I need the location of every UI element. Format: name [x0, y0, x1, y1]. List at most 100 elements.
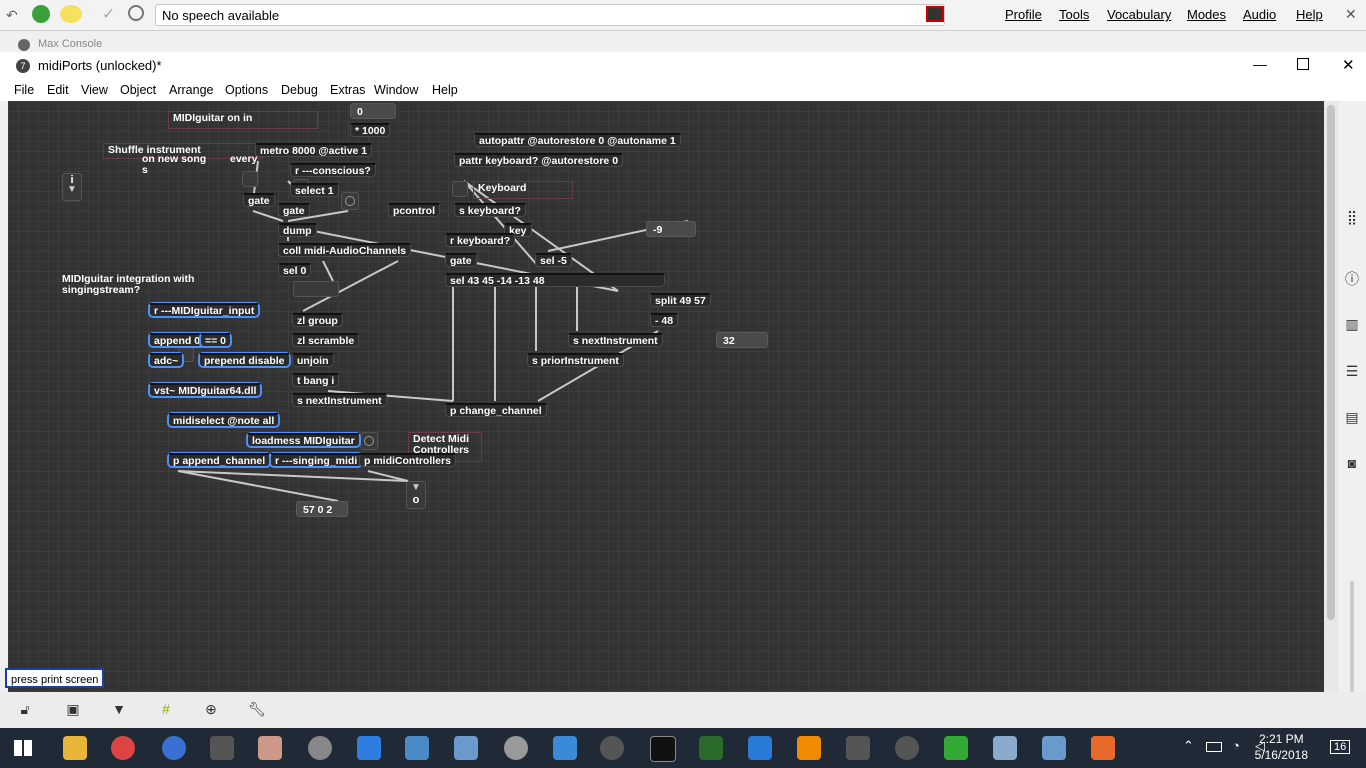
object-r-singing[interactable]: r ---singing_midi	[270, 453, 363, 467]
volume-icon[interactable]: ◁	[1255, 738, 1265, 753]
object-sel-list[interactable]: sel 43 45 -14 -13 48	[445, 273, 665, 287]
menu-window[interactable]: Window	[374, 83, 419, 97]
menu-file[interactable]: File	[14, 83, 35, 97]
object-minus-48[interactable]: - 48	[650, 313, 679, 327]
menu-edit[interactable]: Edit	[47, 83, 69, 97]
object-s-next-2[interactable]: s nextInstrument	[568, 333, 663, 347]
gallery-icon[interactable]	[1042, 736, 1066, 760]
menu-modes[interactable]: Modes	[1187, 7, 1227, 22]
number-box-top[interactable]: 0	[350, 103, 396, 119]
microphone-icon[interactable]	[32, 5, 50, 23]
book-icon[interactable]: ▥	[1345, 316, 1359, 332]
comment-bubble-icon[interactable]: ▼	[112, 701, 126, 717]
menu-debug[interactable]: Debug	[281, 83, 318, 97]
menu-options[interactable]: Options	[225, 83, 269, 97]
notification-badge[interactable]: 16	[1330, 740, 1351, 754]
list-icon[interactable]: ☰	[1345, 363, 1359, 379]
menu-tools[interactable]: Tools	[1059, 7, 1090, 22]
close-icon[interactable]: ✕	[1345, 6, 1357, 22]
toggle-shuffle[interactable]	[242, 171, 258, 187]
object-eq-0[interactable]: == 0	[200, 333, 232, 347]
new-object-icon[interactable]: ⊕	[205, 701, 217, 717]
object-t-bang[interactable]: t bang i	[292, 373, 340, 387]
reference-icon[interactable]: ▤	[1345, 409, 1359, 425]
windows-start-icon[interactable]	[14, 740, 32, 756]
object-s-keyboard[interactable]: s keyboard?	[454, 203, 526, 217]
object-pattr[interactable]: pattr keyboard? @autorestore 0	[454, 153, 624, 167]
toggle-sel0[interactable]	[293, 281, 339, 297]
vlc-icon[interactable]	[797, 736, 821, 760]
message-box-57[interactable]: 57 0 2	[296, 501, 348, 517]
object-unjoin[interactable]: unjoin	[292, 353, 334, 367]
scroll-thumb[interactable]	[1327, 105, 1335, 620]
image-app-icon[interactable]	[405, 736, 429, 760]
thunderbird-icon[interactable]	[162, 736, 186, 760]
taskbar-clock[interactable]: 2:21 PM 5/16/2018	[1255, 731, 1308, 763]
object-split[interactable]: split 49 57	[650, 293, 711, 307]
object-times-1000[interactable]: * 1000	[350, 123, 391, 137]
object-loadmess[interactable]: loadmess MIDIguitar	[247, 433, 360, 447]
presentation-icon[interactable]: ▣	[66, 701, 80, 717]
notepad-icon[interactable]	[993, 736, 1017, 760]
object-sel-0[interactable]: sel 0	[278, 263, 312, 277]
object-midiselect[interactable]: midiselect @note all	[168, 413, 280, 427]
object-r-midiguitar[interactable]: r ---MIDIguitar_input	[149, 303, 260, 317]
dropbox-icon[interactable]	[357, 736, 381, 760]
menu-extras[interactable]: Extras	[330, 83, 366, 97]
object-p-midicontrollers[interactable]: p midiControllers	[359, 453, 456, 467]
patcher-canvas[interactable]: MIDIguitar on in Shuffle instrument on n…	[8, 101, 1324, 692]
menu-arrange[interactable]: Arrange	[169, 83, 214, 97]
photo-viewer-icon[interactable]	[454, 736, 478, 760]
stats-icon[interactable]	[699, 736, 723, 760]
object-zl-group[interactable]: zl group	[292, 313, 343, 327]
tray-chevron-icon[interactable]: ⌃	[1183, 738, 1194, 753]
lock-icon[interactable]: 🔓︎	[20, 701, 30, 717]
paint-icon[interactable]	[258, 736, 282, 760]
zoom-slider[interactable]	[1350, 581, 1354, 701]
inlet-i[interactable]: i ▼	[62, 173, 82, 201]
object-vst[interactable]: vst~ MIDIguitar64.dll	[149, 383, 262, 397]
number-box-neg9[interactable]: -9	[646, 221, 696, 237]
max-taskbar-icon-2[interactable]	[895, 736, 919, 760]
audio-level-icon[interactable]	[926, 6, 944, 22]
object-s-next-1[interactable]: s nextInstrument	[292, 393, 387, 407]
minimize-icon[interactable]: —	[1253, 56, 1267, 72]
toggle-keyboard[interactable]	[452, 181, 468, 197]
checkmark-icon[interactable]: ✓	[102, 6, 116, 23]
object-append-0[interactable]: append 0	[149, 333, 206, 347]
wifi-icon[interactable]: ◔	[1232, 738, 1240, 753]
back-icon[interactable]: ↶	[6, 7, 18, 23]
chrome-icon[interactable]	[111, 736, 135, 760]
object-gate-3[interactable]: gate	[445, 253, 477, 267]
camera-icon[interactable]: ◙	[1347, 455, 1357, 471]
object-autopattr[interactable]: autopattr @autorestore 0 @autoname 1	[474, 133, 681, 147]
menu-help[interactable]: Help	[432, 83, 458, 97]
menu-object[interactable]: Object	[120, 83, 157, 97]
ableton-live-icon[interactable]	[210, 736, 234, 760]
bang-select[interactable]	[341, 192, 359, 210]
orange-app-icon[interactable]	[1091, 736, 1115, 760]
object-prepend[interactable]: prepend disable	[199, 353, 290, 367]
visual-studio-icon[interactable]	[748, 736, 772, 760]
close-icon[interactable]: ✕	[1342, 57, 1355, 74]
grid-icon[interactable]: #	[162, 701, 170, 717]
terminal-icon[interactable]	[650, 736, 676, 762]
object-dump[interactable]: dump	[278, 223, 317, 237]
control-panel-icon[interactable]	[553, 736, 577, 760]
menu-profile[interactable]: Profile	[1005, 7, 1042, 22]
maximize-icon[interactable]	[1297, 58, 1309, 70]
speaker-icon[interactable]	[128, 5, 144, 21]
object-r-keyboard[interactable]: r keyboard?	[445, 233, 516, 247]
menu-view[interactable]: View	[81, 83, 108, 97]
menu-help[interactable]: Help	[1296, 7, 1323, 22]
bang-loadmess[interactable]	[360, 432, 378, 450]
menu-audio[interactable]: Audio	[1243, 7, 1277, 22]
object-p-append[interactable]: p append_channel	[168, 453, 271, 467]
max-taskbar-icon[interactable]	[600, 736, 624, 760]
grid-dots-icon[interactable]: ⣿	[1346, 209, 1358, 225]
object-pcontrol[interactable]: pcontrol	[388, 203, 440, 217]
wrench-icon[interactable]: 🔧︎	[248, 701, 266, 717]
object-metro[interactable]: metro 8000 @active 1	[255, 143, 373, 157]
number-box-32[interactable]: 32	[716, 332, 768, 348]
object-p-change[interactable]: p change_channel	[445, 403, 547, 417]
